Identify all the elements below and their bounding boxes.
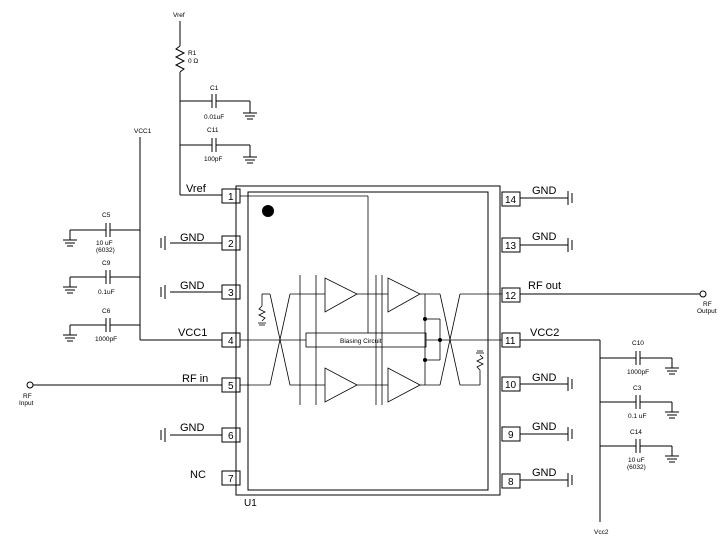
vcc2-network: Vcc2 C10 1000pF C3 0.1 uF C14 10 uF bbox=[520, 339, 679, 536]
left-pin-labels: Vref GND GND VCC1 RF in GND NC bbox=[178, 183, 208, 481]
c5-ref: C5 bbox=[102, 212, 111, 219]
amplifier-stage1-top bbox=[324, 277, 358, 313]
c3-ref: C3 bbox=[633, 385, 642, 392]
c6-ref: C6 bbox=[102, 308, 111, 315]
r1-value: 0 Ω bbox=[188, 58, 198, 65]
amplifier-stage2-bottom bbox=[387, 367, 421, 403]
pin-label-gnd-2: GND bbox=[180, 232, 205, 244]
part-reference: U1 bbox=[244, 498, 257, 509]
c9-ref: C9 bbox=[102, 260, 111, 267]
c10-value: 1000pF bbox=[627, 369, 649, 376]
pin-number-13: 13 bbox=[505, 241, 517, 252]
pin-label-rf-in: RF in bbox=[182, 373, 208, 385]
rf-input-label-1: RF bbox=[23, 393, 32, 400]
c3-value: 0.1 uF bbox=[628, 413, 646, 420]
pin-label-gnd-6: GND bbox=[180, 422, 205, 434]
pin-number-11: 11 bbox=[505, 336, 516, 347]
left-ground-connections bbox=[160, 236, 222, 442]
amplifier-stage2-top bbox=[387, 277, 421, 313]
c9-value: 0.1uF bbox=[98, 289, 115, 296]
pin-number-3: 3 bbox=[228, 288, 234, 299]
c1-value: 0.01uF bbox=[204, 114, 224, 121]
pin-label-gnd-9: GND bbox=[532, 421, 557, 433]
c11-value: 100pF bbox=[204, 156, 222, 163]
pin-label-vcc1: VCC1 bbox=[178, 327, 207, 339]
rf-input-label-2: Input bbox=[19, 400, 34, 407]
r1-ref: R1 bbox=[188, 50, 197, 57]
c5-package: (6032) bbox=[96, 247, 115, 254]
pin-number-5: 5 bbox=[228, 381, 234, 392]
right-ground-connections bbox=[520, 191, 573, 487]
c1-ref: C1 bbox=[210, 85, 219, 92]
ic-package-outline bbox=[235, 185, 501, 496]
pin-number-8: 8 bbox=[508, 477, 514, 488]
c10-ref: C10 bbox=[632, 340, 644, 347]
pin-number-12: 12 bbox=[505, 291, 517, 302]
biasing-circuit-label: Biasing Circuit bbox=[340, 338, 382, 345]
c5-value: 10 uF bbox=[96, 240, 113, 247]
pin-label-gnd-3: GND bbox=[180, 280, 205, 292]
pin-number-4: 4 bbox=[228, 336, 234, 347]
internal-resistor bbox=[476, 354, 484, 371]
pin-label-vcc2: VCC2 bbox=[530, 327, 559, 339]
pin-number-10: 10 bbox=[505, 380, 517, 391]
vref-network: Vref R1 0 Ω C1 0.01uF C11 100pF bbox=[173, 12, 257, 196]
pin-label-gnd-8: GND bbox=[532, 467, 557, 479]
pin-label-nc: NC bbox=[190, 469, 206, 481]
c14-package: (6032) bbox=[627, 464, 646, 471]
c6-value: 1000pF bbox=[95, 336, 117, 343]
pin-number-6: 6 bbox=[228, 431, 234, 442]
pin-number-9: 9 bbox=[508, 430, 514, 441]
internal-circuit: Biasing Circuit bbox=[240, 195, 502, 405]
rf-input-port: RF Input bbox=[19, 381, 222, 407]
internal-resistor bbox=[258, 305, 266, 322]
right-pin-labels: GND GND RF out VCC2 GND GND GND bbox=[528, 185, 561, 479]
ic-die-outline bbox=[247, 191, 489, 491]
pin-number-1: 1 bbox=[228, 192, 234, 203]
pin-label-gnd-10: GND bbox=[532, 372, 557, 384]
rf-output-label-1: RF bbox=[703, 301, 712, 308]
right-pins: 14 13 12 11 10 9 8 bbox=[501, 191, 521, 489]
pin-number-14: 14 bbox=[505, 195, 517, 206]
left-pins: 1 2 3 4 5 6 7 bbox=[221, 188, 241, 486]
pin-label-rf-out: RF out bbox=[528, 280, 561, 292]
vref-rail-label: Vref bbox=[173, 12, 185, 19]
rf-output-label-2: Output bbox=[697, 308, 717, 315]
vcc1-network: VCC1 C5 10 uF (6032) C9 0.1uF bbox=[63, 128, 222, 343]
vcc2-rail-label: Vcc2 bbox=[594, 529, 609, 536]
pin1-indicator bbox=[262, 205, 274, 217]
rf-output-port: RF Output bbox=[520, 290, 717, 315]
pin-number-7: 7 bbox=[228, 474, 234, 485]
pin-label-vref: Vref bbox=[186, 183, 207, 195]
c11-ref: C11 bbox=[207, 127, 219, 134]
c14-ref: C14 bbox=[630, 429, 642, 436]
vcc1-rail-label: VCC1 bbox=[134, 128, 152, 135]
resistor-r1 bbox=[174, 45, 186, 73]
pin-label-gnd-14: GND bbox=[532, 185, 557, 197]
pin-number-2: 2 bbox=[228, 239, 234, 250]
pin-label-gnd-13: GND bbox=[532, 231, 557, 243]
amplifier-stage1-bottom bbox=[324, 367, 358, 403]
c14-value: 10 uF bbox=[628, 457, 645, 464]
